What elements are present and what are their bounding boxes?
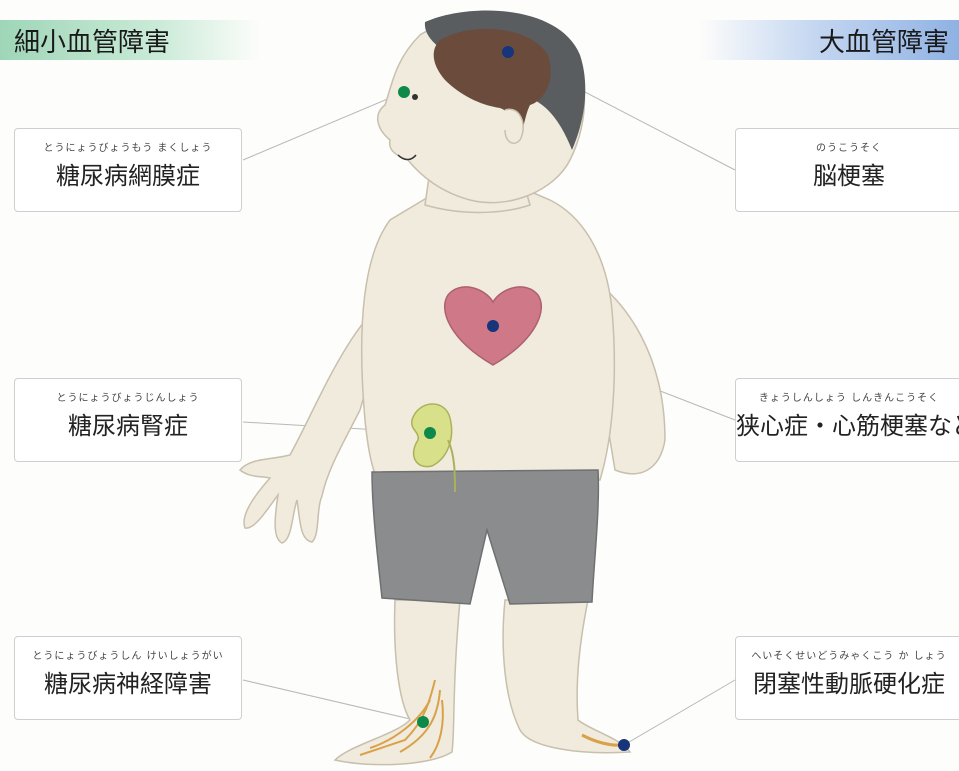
dot-foot-left (417, 716, 429, 728)
left-leg (335, 600, 460, 765)
right-leg (503, 600, 630, 753)
ruby-cerebral-infarction: のうこうそく (736, 139, 959, 154)
banner-macrovascular: 大血管障害 (699, 20, 959, 60)
dot-eye (398, 86, 410, 98)
box-angina: きょうしんしょう しんきんこうそく 狭心症・心筋梗塞など (735, 378, 959, 462)
ruby-nephropathy: とうにょうびょうじんしょう (15, 389, 241, 404)
connector-neuropathy (243, 680, 423, 722)
shorts (372, 470, 598, 604)
label-retinopathy: 糖尿病網膜症 (15, 156, 241, 191)
label-neuropathy: 糖尿病神経障害 (15, 664, 241, 699)
label-cerebral-infarction: 脳梗塞 (736, 156, 959, 191)
ruby-neuropathy: とうにょうびょうしん けいしょうがい (15, 647, 241, 662)
dot-foot-right (618, 739, 630, 751)
dot-heart (487, 320, 499, 332)
connector-pad (624, 680, 735, 745)
box-nephropathy: とうにょうびょうじんしょう 糖尿病腎症 (14, 378, 242, 462)
ruby-angina: きょうしんしょう しんきんこうそく (736, 389, 959, 404)
dot-kidney (424, 427, 436, 439)
label-angina: 狭心症・心筋梗塞など (736, 406, 959, 441)
label-nephropathy: 糖尿病腎症 (15, 406, 241, 441)
banner-microvascular: 細小血管障害 (0, 20, 260, 60)
banner-microvascular-label: 細小血管障害 (14, 22, 170, 59)
box-pad: へいそくせいどうみゃくこう か しょう 閉塞性動脈硬化症 (735, 636, 959, 720)
dot-brain (502, 46, 514, 58)
box-retinopathy: とうにょうびょうもう まくしょう 糖尿病網膜症 (14, 128, 242, 212)
ruby-retinopathy: とうにょうびょうもう まくしょう (15, 139, 241, 154)
box-cerebral-infarction: のうこうそく 脳梗塞 (735, 128, 959, 212)
box-neuropathy: とうにょうびょうしん けいしょうがい 糖尿病神経障害 (14, 636, 242, 720)
ruby-pad: へいそくせいどうみゃくこう か しょう (736, 647, 959, 662)
banner-macrovascular-label: 大血管障害 (819, 22, 949, 59)
label-pad: 閉塞性動脈硬化症 (736, 664, 959, 699)
